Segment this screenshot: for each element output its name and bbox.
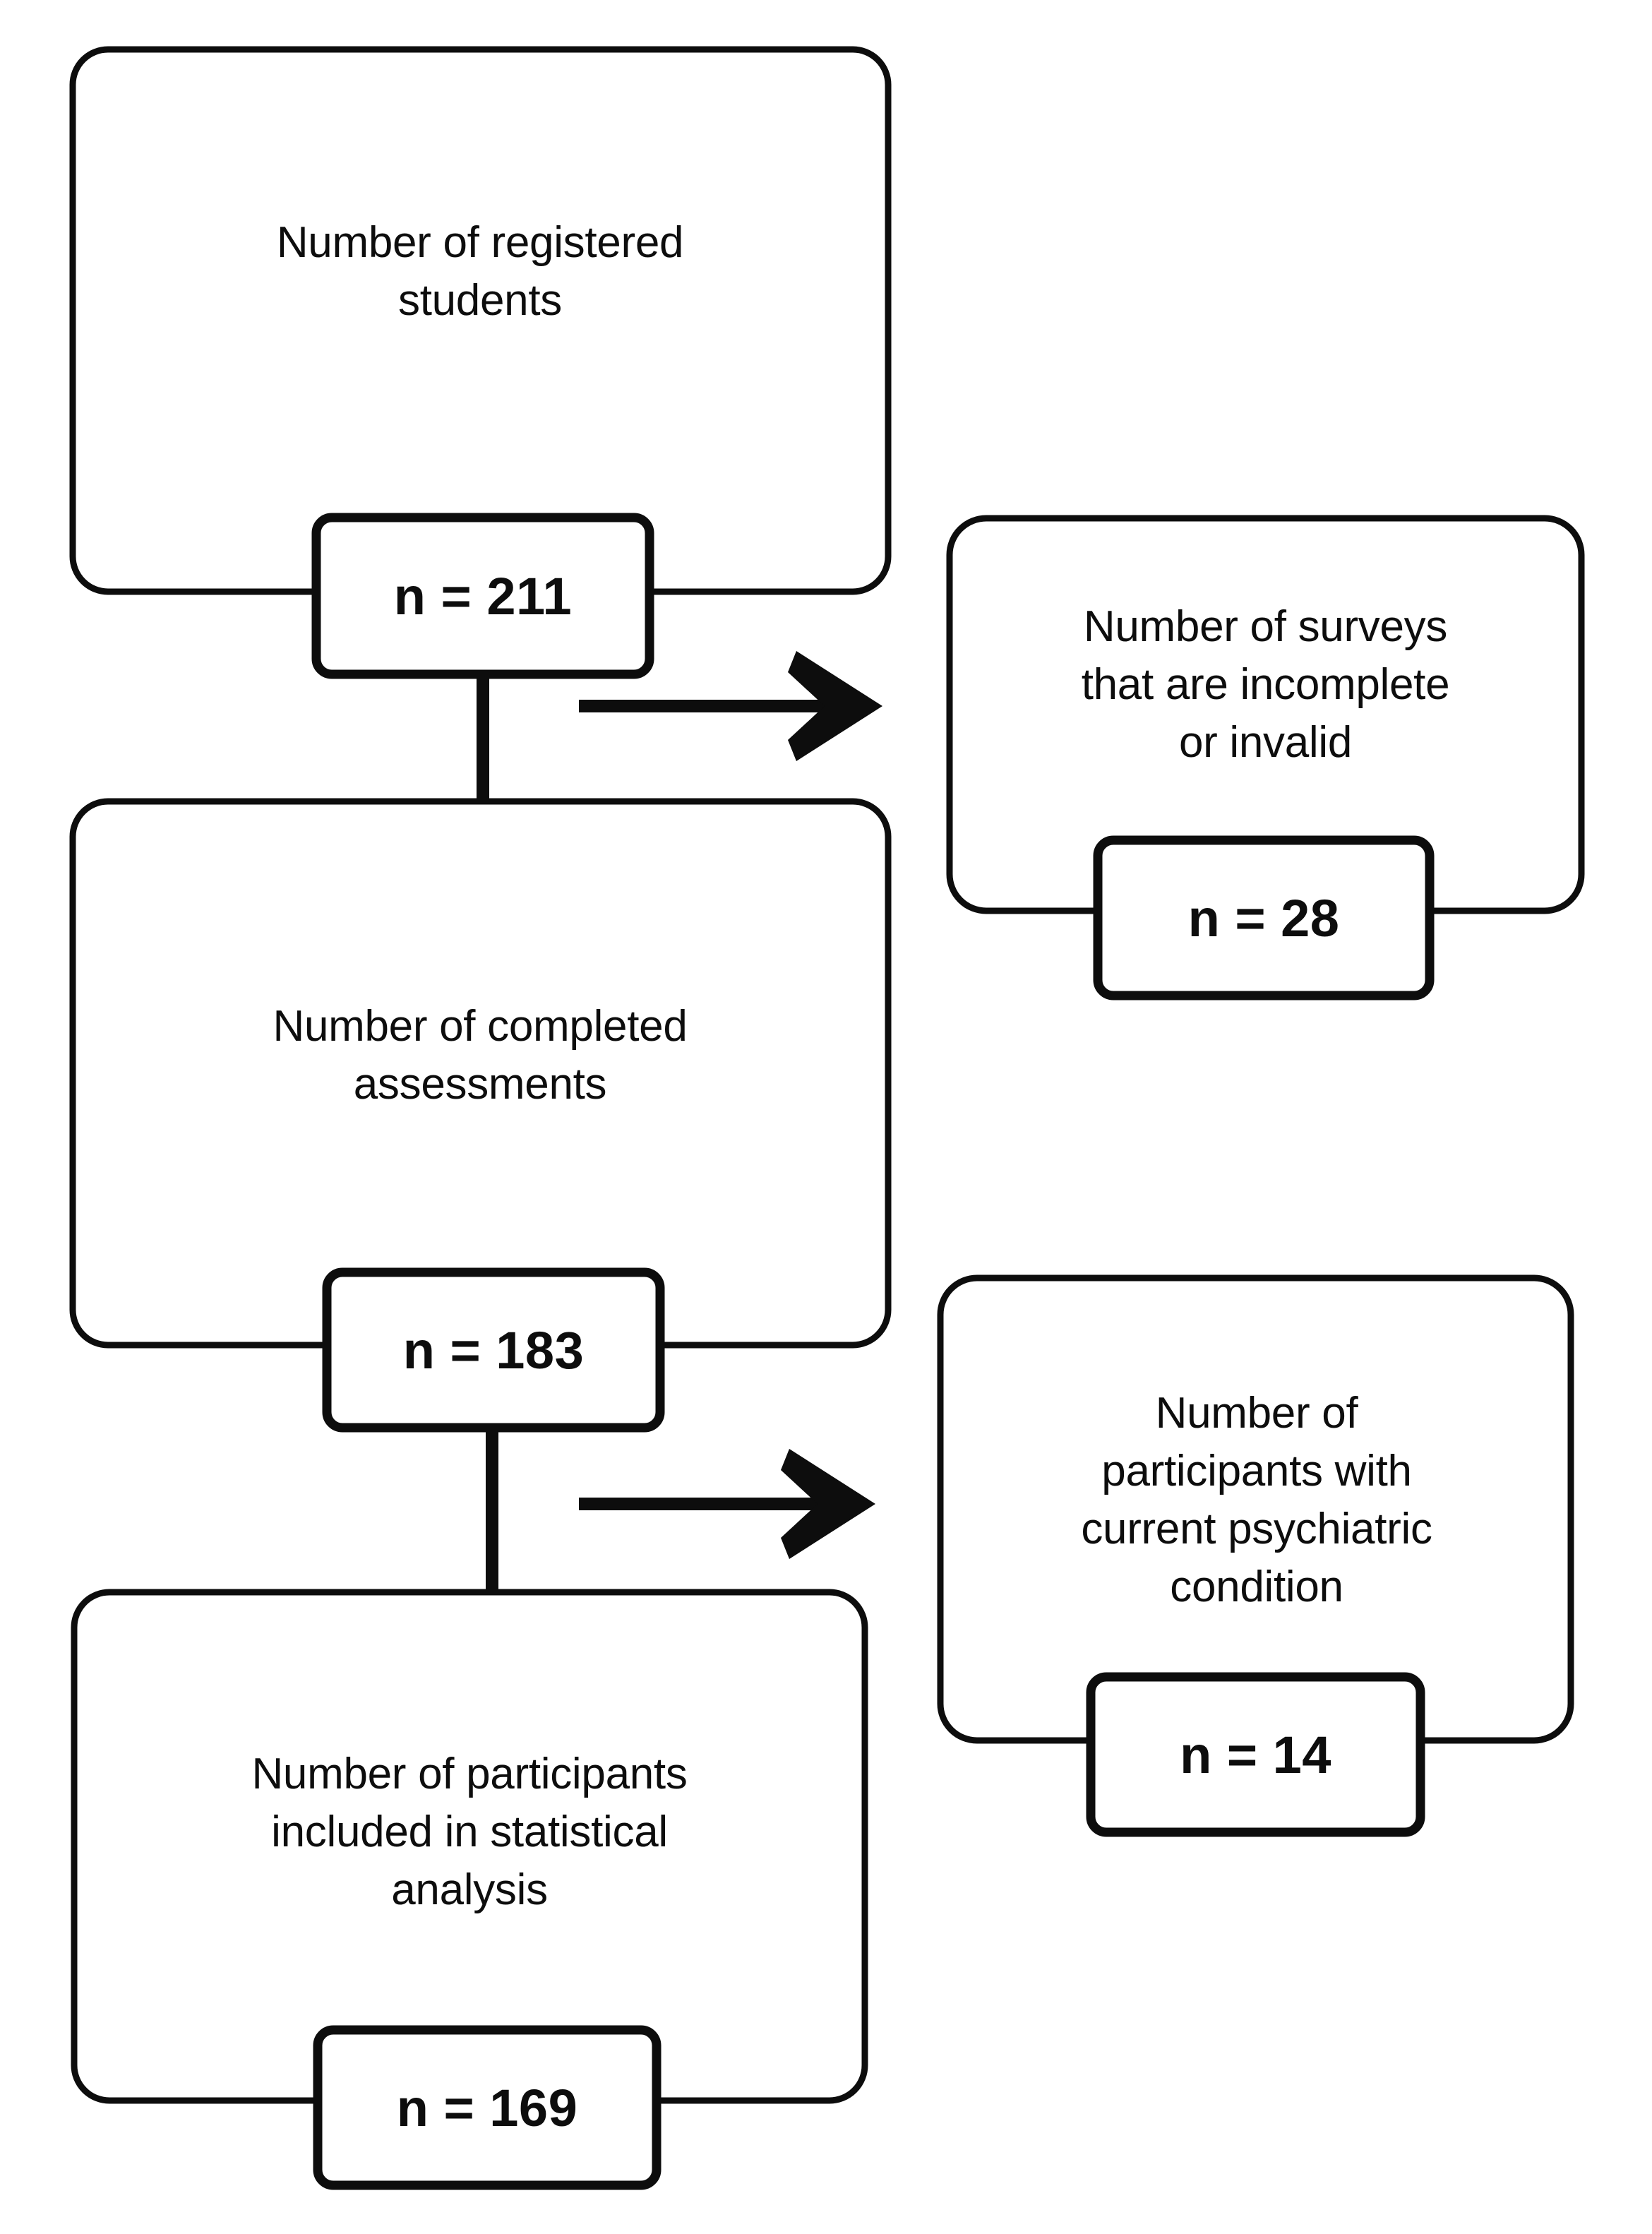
node-completed-assessments-box[interactable] bbox=[69, 798, 892, 1349]
arrowhead-right-to-psychiatric bbox=[781, 1449, 875, 1559]
node-registered-students-box[interactable] bbox=[69, 46, 892, 595]
badge-completed-count-box[interactable] bbox=[322, 1267, 665, 1433]
badge-surveys-count-box[interactable] bbox=[1093, 835, 1435, 1000]
node-psychiatric-excluded-box[interactable] bbox=[937, 1274, 1574, 1744]
badge-analysis-count-box[interactable] bbox=[313, 2025, 662, 2190]
badge-registered-count-box[interactable] bbox=[311, 513, 654, 679]
arrowhead-right-to-surveys bbox=[788, 651, 882, 761]
node-analysis-box[interactable] bbox=[71, 1589, 868, 2104]
badge-psychiatric-count-box[interactable] bbox=[1086, 1672, 1425, 1837]
